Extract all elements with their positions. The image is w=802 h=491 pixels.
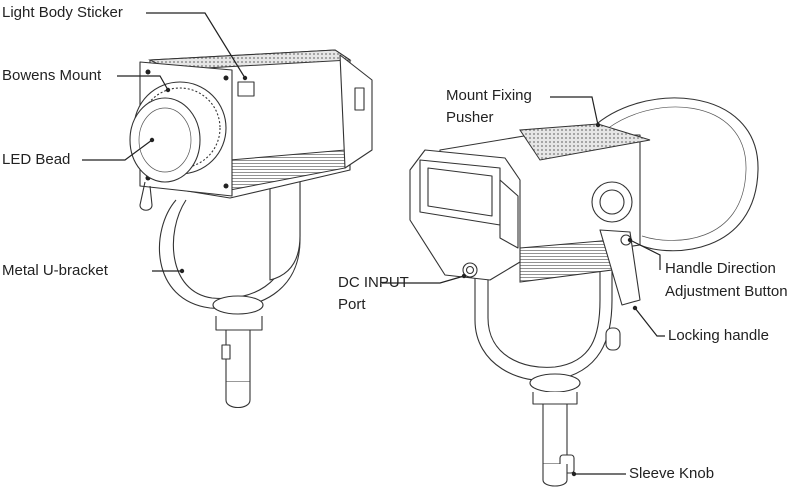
label-mount-fixing-pusher-line1: Mount Fixing: [446, 87, 532, 104]
locking-handle: [599, 229, 641, 306]
leader-light-body-sticker: [146, 12, 246, 79]
mount-lever: [139, 181, 153, 211]
right-spigot: [542, 403, 568, 465]
reflector: [589, 97, 759, 252]
leader-led-bead: [82, 139, 153, 161]
label-light-body-sticker: Light Body Sticker: [2, 4, 123, 21]
label-handle-direction-line2: Adjustment Button: [665, 283, 788, 300]
led-bead-dome: [129, 97, 201, 183]
label-handle-direction-line1: Handle Direction: [665, 260, 776, 277]
leader-lines: [82, 12, 665, 477]
body-sticker-area: [237, 81, 255, 97]
right-bracket-knob: [591, 181, 633, 223]
leader-handle-direction: [629, 239, 661, 270]
leader-locking-handle: [634, 307, 665, 337]
leader-bowens-mount: [117, 75, 169, 91]
label-metal-u-bracket: Metal U-bracket: [2, 262, 108, 279]
stand-mount: [212, 295, 264, 315]
leader-dc-input-port: [382, 275, 465, 284]
leader-mount-fixing-pusher: [550, 96, 599, 126]
dc-input-port: [462, 262, 478, 278]
label-dc-input-port-line2: Port: [338, 296, 366, 313]
label-led-bead: LED Bead: [2, 151, 71, 168]
label-sleeve-knob: Sleeve Knob: [629, 465, 715, 482]
label-dc-input-port-line1: DC INPUT: [338, 274, 409, 291]
rear-top-grille: [519, 123, 651, 161]
label-bowens-mount: Bowens Mount: [2, 67, 102, 84]
label-mount-fixing-pusher-line2: Pusher: [446, 109, 494, 126]
label-locking-handle: Locking handle: [668, 327, 769, 344]
left-light: [129, 49, 373, 409]
u-bracket-left-arm: [159, 180, 301, 310]
